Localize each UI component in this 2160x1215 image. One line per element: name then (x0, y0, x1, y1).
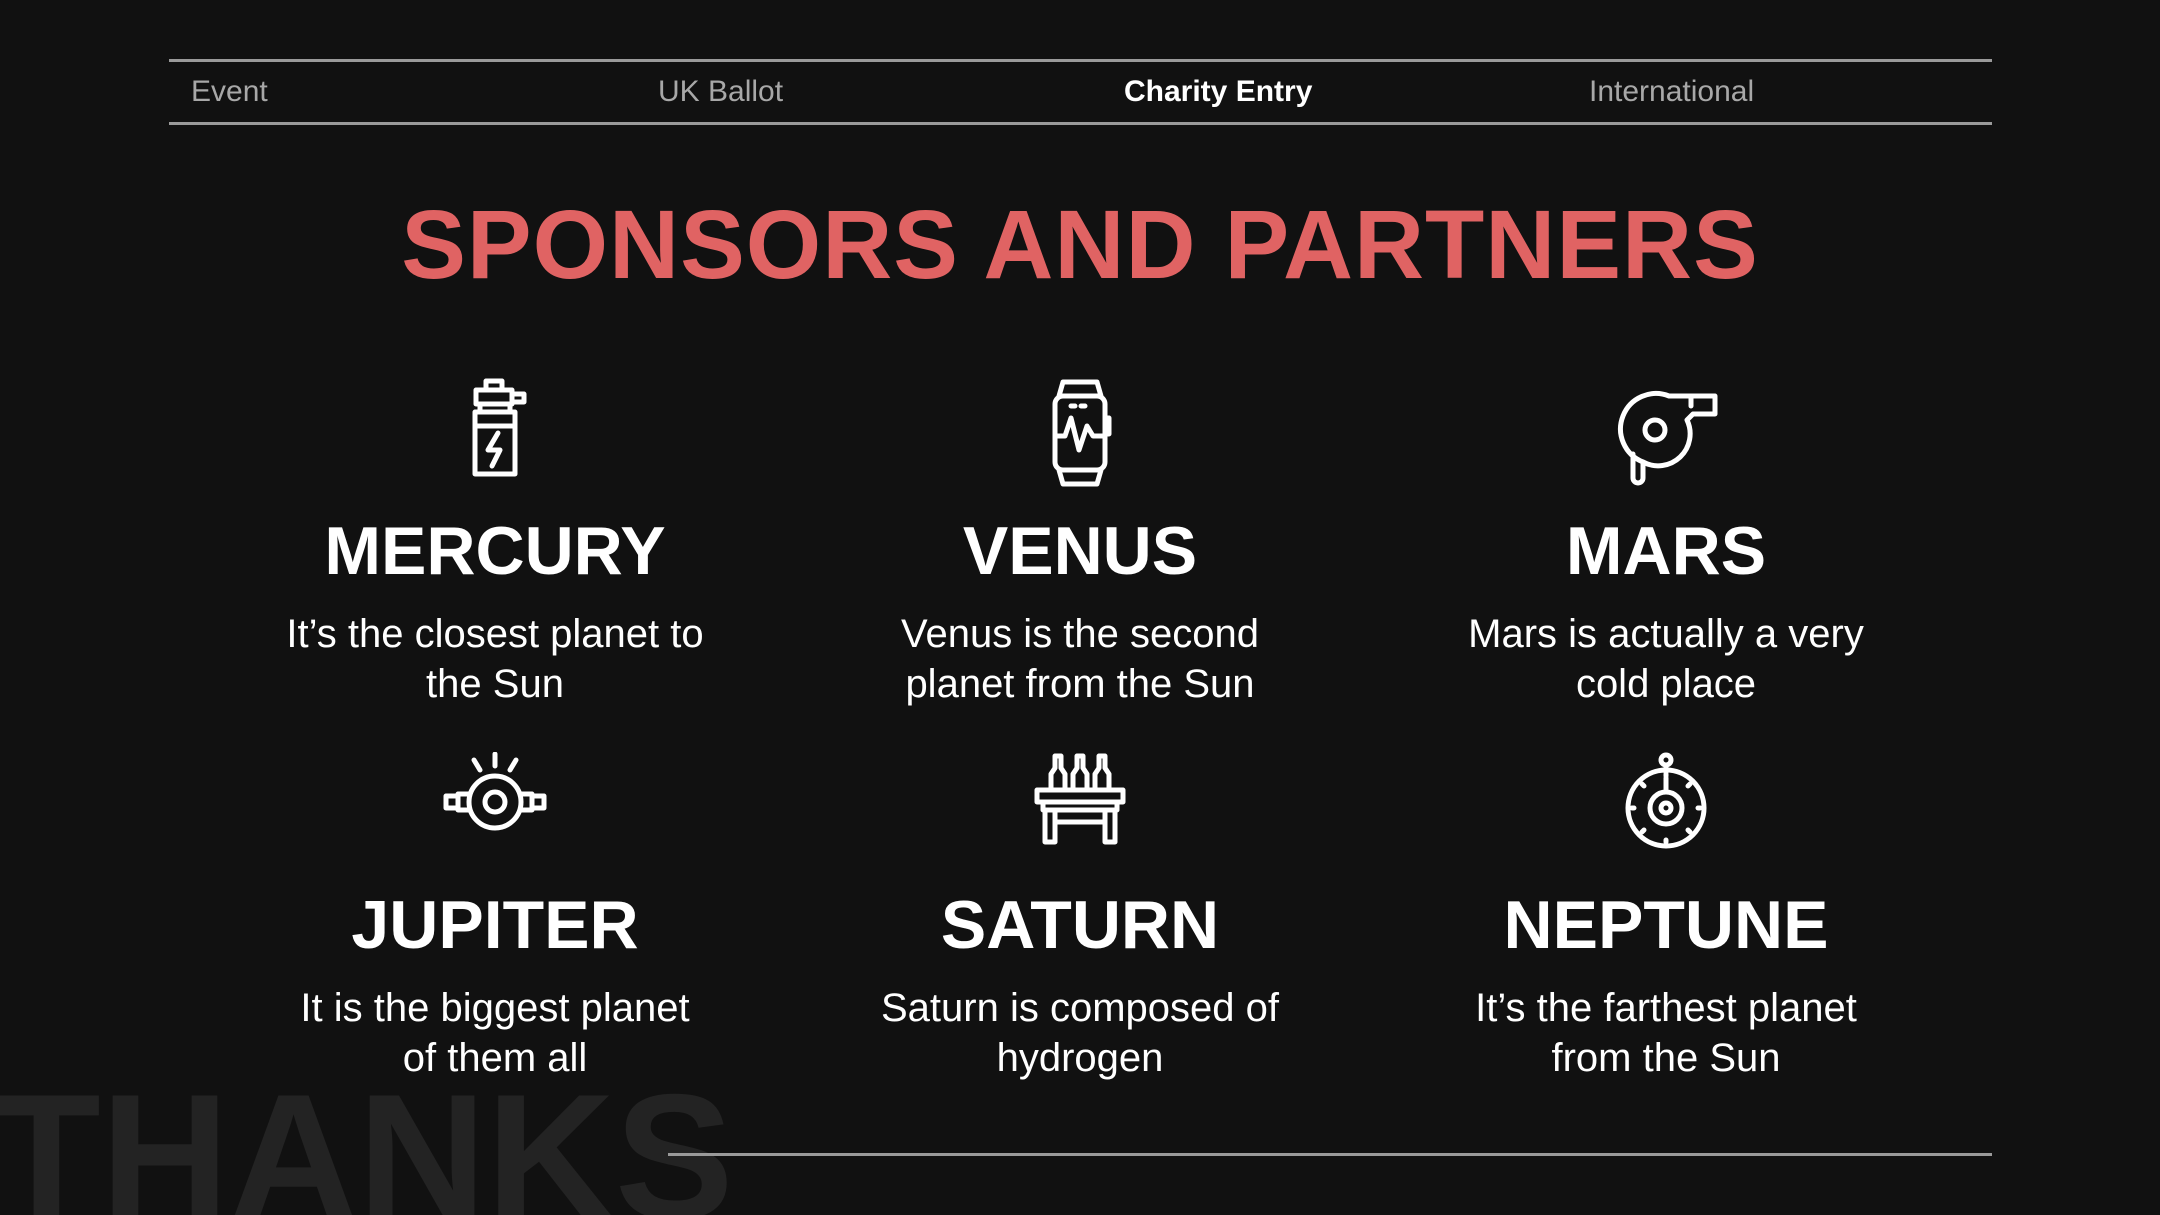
description-line: cold place (1575, 662, 1757, 706)
smartwatch-icon (1052, 379, 1112, 487)
nav-item-uk-ballot[interactable]: UK Ballot (658, 75, 784, 108)
sponsor-name: NEPTUNE (1503, 887, 1829, 963)
sponsor-card-venus: VENUS Venus is the second planet from th… (800, 378, 1360, 709)
nav-item-event[interactable]: Event (191, 75, 268, 108)
description-line: hydrogen (996, 1036, 1164, 1080)
sponsor-name: JUPITER (351, 887, 639, 963)
sponsor-card-saturn: SATURN Saturn is composed of hydrogen (800, 752, 1360, 1083)
description-line: of them all (402, 1036, 588, 1080)
sponsor-description: Saturn is composed of hydrogen (800, 983, 1360, 1083)
bottles-table-icon (1034, 753, 1126, 845)
sponsor-description: It’s the farthest planet from the Sun (1386, 983, 1946, 1083)
sponsor-name: SATURN (940, 887, 1220, 963)
description-line: It is the biggest planet (300, 986, 690, 1030)
sponsor-card-jupiter: JUPITER It is the biggest planet of them… (215, 752, 775, 1083)
nav-item-charity-entry[interactable]: Charity Entry (1124, 75, 1313, 108)
thanks-watermark: THANKS (0, 1057, 734, 1215)
description-line: Mars is actually a very (1468, 612, 1864, 656)
whistle-icon (1618, 391, 1718, 486)
weight-plate-icon (443, 752, 547, 831)
description-line: It’s the closest planet to (286, 612, 704, 656)
sponsor-name: VENUS (962, 513, 1198, 589)
description-line: It’s the farthest planet (1475, 986, 1857, 1030)
water-bottle-icon (472, 378, 527, 477)
sponsor-description: It’s the closest planet to the Sun (215, 609, 775, 709)
stopwatch-icon (1625, 752, 1707, 849)
sponsor-description: Mars is actually a very cold place (1386, 609, 1946, 709)
description-line: Venus is the second (900, 612, 1260, 656)
description-line: from the Sun (1551, 1036, 1781, 1080)
bottom-divider (668, 1153, 1992, 1156)
sponsor-description: It is the biggest planet of them all (215, 983, 775, 1083)
page-title: SPONSORS AND PARTNERS (401, 190, 1759, 299)
description-line: the Sun (426, 662, 564, 706)
description-line: planet from the Sun (905, 662, 1255, 706)
sponsor-card-mercury: MERCURY It’s the closest planet to the S… (215, 378, 775, 709)
sponsor-description: Venus is the second planet from the Sun (800, 609, 1360, 709)
sponsor-name: MARS (1565, 513, 1767, 589)
sponsor-card-neptune: NEPTUNE It’s the farthest planet from th… (1386, 752, 1946, 1083)
sponsor-card-mars: MARS Mars is actually a very cold place (1386, 378, 1946, 709)
nav-item-international[interactable]: International (1589, 75, 1755, 108)
top-nav: Event UK Ballot Charity Entry Internatio… (169, 59, 1992, 125)
description-line: Saturn is composed of (881, 986, 1279, 1030)
sponsor-name: MERCURY (324, 513, 666, 589)
